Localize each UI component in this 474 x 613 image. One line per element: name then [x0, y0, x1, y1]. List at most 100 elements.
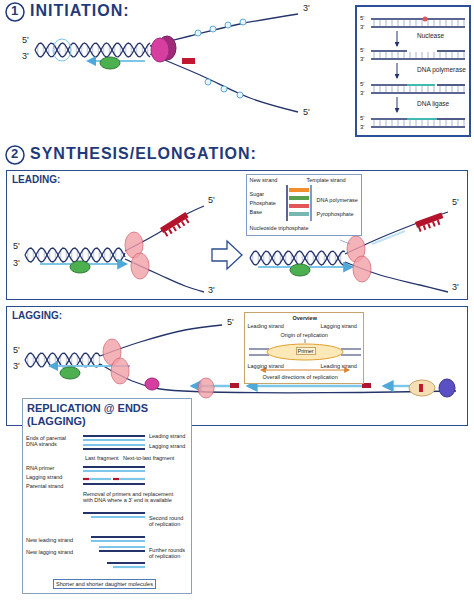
strand-end-label: 5'	[12, 242, 21, 252]
figure-label: Parental strand	[26, 483, 63, 489]
step-circle	[6, 3, 24, 21]
dna-strand	[250, 251, 345, 265]
figure-label: 3'	[360, 90, 364, 97]
overview-inset: OverviewLeading strandLagging strandOrig…	[244, 312, 364, 384]
base-pair-rung	[434, 86, 435, 92]
polymerase-one	[439, 379, 455, 397]
step-circle	[6, 146, 24, 164]
base-pair-rung	[410, 52, 411, 58]
single-strand-binding-protein	[205, 79, 211, 85]
figure-label: Overview	[293, 315, 317, 321]
strand-end-label: 5'	[12, 346, 21, 356]
new-dna	[407, 84, 435, 86]
base-pair-rung	[386, 20, 387, 26]
panel-heading: REPLICATION @ ENDS (LAGGING)	[27, 402, 185, 427]
primer-body	[415, 212, 443, 227]
dna-strand	[99, 550, 145, 552]
dna-strand	[372, 231, 405, 244]
step-arrow	[397, 63, 398, 78]
dna-strand	[119, 478, 145, 480]
dna-strand	[310, 185, 312, 221]
ligase-mark	[419, 384, 423, 392]
dna-strand	[25, 353, 100, 367]
base-pair-rung	[398, 120, 399, 126]
replication-bubble	[267, 344, 343, 360]
base-pair-rung	[380, 120, 381, 126]
dna-strand	[371, 50, 407, 52]
figure-label: Phosphate	[250, 200, 276, 206]
dna-strand	[371, 92, 465, 94]
dna-polymerase	[353, 256, 371, 282]
rna-primer-comb	[415, 212, 445, 232]
figure-label: 5'	[360, 115, 364, 122]
primer-tooth	[177, 224, 181, 229]
dna-strand	[91, 516, 145, 518]
dna-ligase	[409, 380, 435, 396]
base-pair-rung	[452, 20, 453, 26]
sliding-clamp	[70, 261, 90, 273]
ends-inset: REPLICATION @ ENDS (LAGGING) Ends of pare…	[22, 398, 192, 594]
dna-strand	[286, 185, 288, 221]
dna-strand	[107, 562, 145, 564]
base-pair-rung	[380, 20, 381, 26]
base-pair-rung	[392, 86, 393, 92]
figure-label: Leading strand	[149, 433, 185, 439]
rna-primer	[230, 383, 239, 388]
figure-label: RNA primer	[26, 465, 54, 471]
dna-strand	[83, 466, 145, 468]
nucleotide-inset: New strandTemplate strandSugarPhosphateB…	[246, 174, 362, 236]
strand-end-label: 5'	[302, 108, 311, 118]
base-pair-rung	[398, 86, 399, 92]
figure-label: New leading strand	[26, 537, 73, 543]
base-pair-rung	[428, 86, 429, 92]
section-heading: SYNTHESIS/ELONGATION:	[30, 145, 257, 163]
figure-label: Base	[250, 209, 263, 215]
figure-label: 5'	[360, 81, 364, 88]
dna-strand	[91, 540, 145, 542]
dna-strand	[83, 470, 145, 472]
strand-end-label: 3'	[12, 362, 21, 372]
base-pair-rung	[440, 52, 441, 58]
topoisomerase	[53, 39, 71, 61]
base-pair-rung	[458, 20, 459, 26]
figure-label: 3'	[360, 24, 364, 31]
strand-end-label: 5'	[226, 318, 235, 328]
base-pair-rung	[452, 86, 453, 92]
dna-polymerase	[198, 378, 214, 398]
base-pair-rung	[386, 86, 387, 92]
figure-label: DNA ligase	[417, 100, 449, 107]
figure-label: Lagging strand	[149, 443, 185, 449]
base-pair-rung	[386, 120, 387, 126]
base-pair-rung	[464, 120, 465, 126]
primer-tooth	[418, 227, 422, 232]
dna-strand	[83, 512, 145, 514]
figure-label: New lagging strand	[26, 549, 73, 555]
dna-strand	[371, 58, 465, 60]
figure-label: Last fragment	[85, 455, 119, 461]
dna-strand	[99, 546, 145, 548]
dna-strand	[89, 478, 111, 480]
step-number: 1	[11, 4, 18, 18]
figure-label: Overall directions of replication	[263, 374, 338, 380]
base-pair-rung	[422, 52, 423, 58]
primer-tooth	[437, 220, 441, 225]
figure-label: Ends of parental DNA strands	[26, 435, 78, 448]
base-pair	[289, 196, 309, 200]
sliding-clamp	[290, 264, 310, 276]
figure-label: Lagging strand	[248, 363, 284, 369]
figure-label: 3'	[360, 56, 364, 63]
directions-arrow	[261, 369, 349, 370]
parental-dna	[249, 354, 269, 355]
base-pair-rung	[374, 120, 375, 126]
base-pair-rung	[434, 120, 435, 126]
base-pair-rung	[404, 86, 405, 92]
strand-end-label: 3'	[207, 286, 216, 296]
step-arrow	[397, 97, 398, 112]
base-pair-rung	[374, 86, 375, 92]
rna-primer-comb	[160, 212, 191, 237]
base-pair-rung	[452, 120, 453, 126]
figure-label: Sugar	[250, 191, 265, 197]
base-pair-rung	[446, 86, 447, 92]
dna-strand	[371, 18, 465, 20]
figure-label: Lagging strand	[321, 323, 357, 329]
